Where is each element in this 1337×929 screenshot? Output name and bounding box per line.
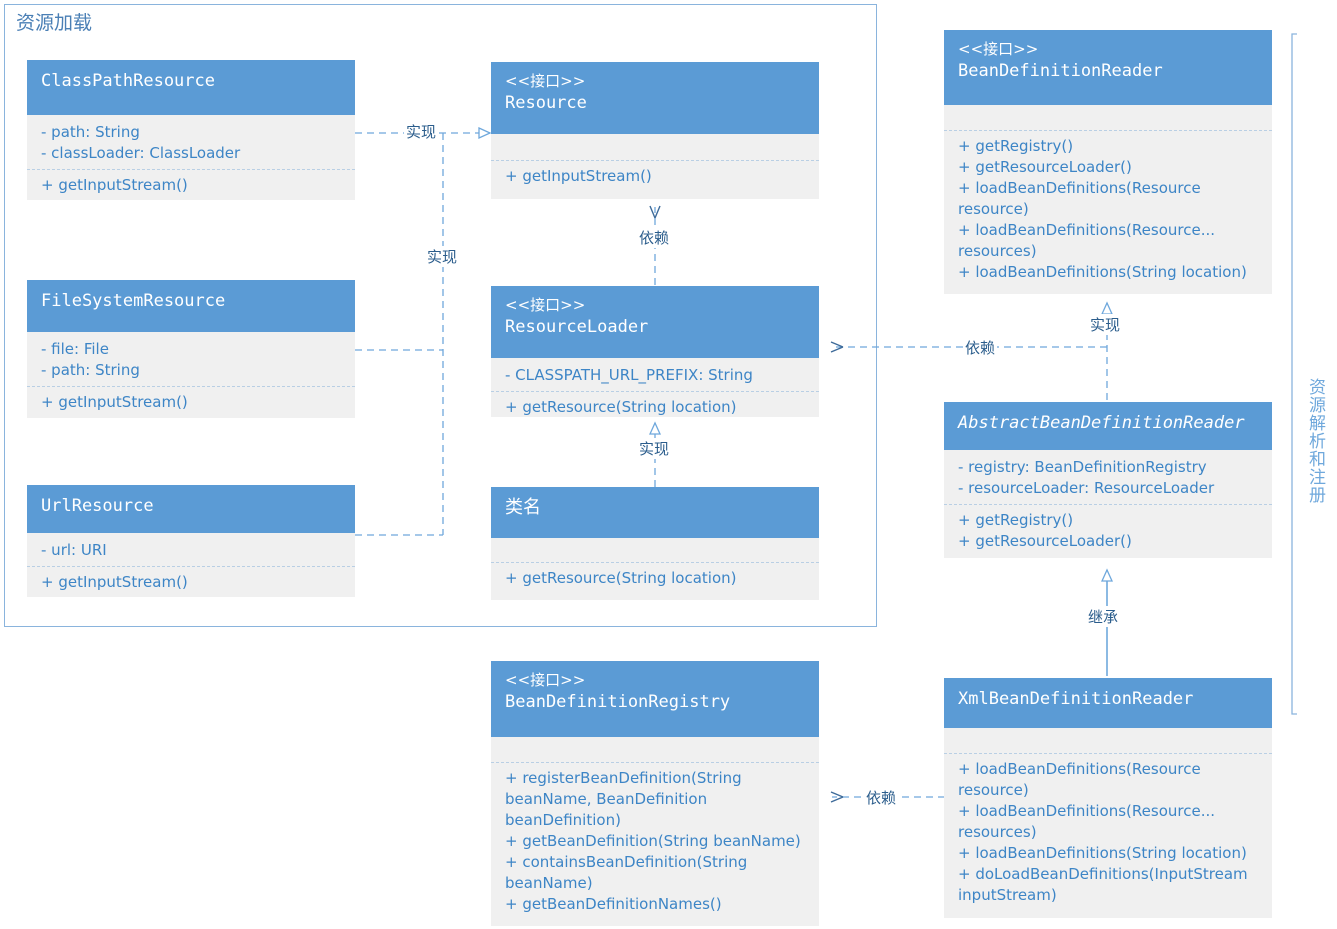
class-box-class-path-resource[interactable]: ClassPathResource - path: String - class… bbox=[27, 60, 355, 200]
class-operations: + getInputStream() bbox=[27, 169, 355, 202]
class-header: FileSystemResource bbox=[27, 280, 355, 332]
class-operations: + getInputStream() bbox=[491, 160, 819, 193]
operation-row: + getInputStream() bbox=[41, 573, 188, 591]
class-attributes bbox=[944, 105, 1272, 130]
attribute-row: - CLASSPATH_URL_PREFIX: String bbox=[505, 366, 753, 384]
operation-row: + registerBeanDefinition(String beanName… bbox=[505, 769, 742, 829]
operation-row: + getInputStream() bbox=[41, 176, 188, 194]
class-attributes bbox=[491, 737, 819, 762]
class-operations: + getResource(String location) bbox=[491, 391, 819, 424]
edge-label-realize-resource-left: 实现 bbox=[425, 246, 460, 267]
class-attributes: - path: String - classLoader: ClassLoade… bbox=[27, 115, 355, 169]
class-attributes: - registry: BeanDefinitionRegistry - res… bbox=[944, 450, 1272, 504]
class-attributes bbox=[491, 134, 819, 160]
class-name: BeanDefinitionReader bbox=[958, 61, 1163, 81]
operation-row: + getResourceLoader() bbox=[958, 532, 1132, 550]
class-operations: + getInputStream() bbox=[27, 566, 355, 599]
operation-row: + loadBeanDefinitions(Resource resource) bbox=[958, 179, 1201, 218]
attribute-row: - path: String bbox=[41, 123, 140, 141]
class-box-bean-definition-reader[interactable]: <<接口>> BeanDefinitionReader + getRegistr… bbox=[944, 30, 1272, 294]
class-header: <<接口>> BeanDefinitionReader bbox=[944, 30, 1272, 105]
class-box-resource-loader[interactable]: <<接口>> ResourceLoader - CLASSPATH_URL_PR… bbox=[491, 286, 819, 417]
edge-label-depend-registry: 依赖 bbox=[864, 787, 899, 808]
class-attributes bbox=[944, 728, 1272, 753]
class-name: 类名 bbox=[505, 497, 541, 518]
class-operations: + getRegistry() + getResourceLoader() bbox=[944, 504, 1272, 558]
edge-label-realize-resource-loader: 实现 bbox=[637, 438, 672, 459]
class-header: <<接口>> Resource bbox=[491, 62, 819, 134]
class-header: ClassPathResource bbox=[27, 60, 355, 115]
class-name: FileSystemResource bbox=[41, 291, 226, 311]
edge-label-depend-resource-loader: 依赖 bbox=[963, 337, 998, 358]
operation-row: + getBeanDefinitionNames() bbox=[505, 895, 722, 913]
operation-row: + loadBeanDefinitions(String location) bbox=[958, 263, 1247, 281]
edge-label-depend-resource: 依赖 bbox=[637, 227, 672, 248]
class-stereotype: <<接口>> bbox=[505, 296, 586, 314]
class-box-class-name[interactable]: 类名 + getResource(String location) bbox=[491, 487, 819, 600]
operation-row: + doLoadBeanDefinitions(InputStream inpu… bbox=[958, 865, 1248, 904]
class-operations: + getResource(String location) bbox=[491, 562, 819, 595]
operation-row: + getResource(String location) bbox=[505, 398, 737, 416]
class-name: BeanDefinitionRegistry bbox=[505, 692, 731, 712]
class-name: Resource bbox=[505, 93, 587, 113]
class-name: ResourceLoader bbox=[505, 317, 649, 337]
attribute-row: - url: URI bbox=[41, 541, 107, 559]
operation-row: + getRegistry() bbox=[958, 511, 1074, 529]
class-name: AbstractBeanDefinitionReader bbox=[958, 413, 1245, 433]
class-stereotype: <<接口>> bbox=[958, 40, 1039, 58]
class-attributes: - CLASSPATH_URL_PREFIX: String bbox=[491, 358, 819, 391]
class-attributes: - file: File - path: String bbox=[27, 332, 355, 386]
operation-row: + getResourceLoader() bbox=[958, 158, 1132, 176]
class-operations: + registerBeanDefinition(String beanName… bbox=[491, 762, 819, 921]
class-header: XmlBeanDefinitionReader bbox=[944, 678, 1272, 728]
class-box-file-system-resource[interactable]: FileSystemResource - file: File - path: … bbox=[27, 280, 355, 418]
class-stereotype: <<接口>> bbox=[505, 72, 586, 90]
side-group-label: 资源解析和注册 bbox=[1305, 378, 1325, 504]
class-name: ClassPathResource bbox=[41, 71, 215, 91]
class-operations: + getInputStream() bbox=[27, 386, 355, 419]
operation-row: + loadBeanDefinitions(Resource... resour… bbox=[958, 221, 1216, 260]
edge-label-inherit-reader: 继承 bbox=[1086, 606, 1121, 627]
attribute-row: - file: File bbox=[41, 340, 109, 358]
class-box-abstract-bean-definition-reader[interactable]: AbstractBeanDefinitionReader - registry:… bbox=[944, 402, 1272, 558]
class-box-resource[interactable]: <<接口>> Resource + getInputStream() bbox=[491, 62, 819, 199]
class-name: XmlBeanDefinitionReader bbox=[958, 689, 1194, 709]
operation-row: + loadBeanDefinitions(Resource... resour… bbox=[958, 802, 1216, 841]
class-attributes: - url: URI bbox=[27, 533, 355, 566]
class-box-url-resource[interactable]: UrlResource - url: URI + getInputStream(… bbox=[27, 485, 355, 597]
class-box-xml-bean-definition-reader[interactable]: XmlBeanDefinitionReader + loadBeanDefini… bbox=[944, 678, 1272, 918]
class-header: <<接口>> BeanDefinitionRegistry bbox=[491, 661, 819, 737]
class-header: UrlResource bbox=[27, 485, 355, 533]
operation-row: + getInputStream() bbox=[41, 393, 188, 411]
class-stereotype: <<接口>> bbox=[505, 671, 586, 689]
group-resource-loading bbox=[4, 4, 877, 627]
operation-row: + getBeanDefinition(String beanName) bbox=[505, 832, 801, 850]
class-name: UrlResource bbox=[41, 496, 154, 516]
group-title: 资源加载 bbox=[16, 12, 93, 34]
operation-row: + loadBeanDefinitions(Resource resource) bbox=[958, 760, 1201, 799]
operation-row: + getInputStream() bbox=[505, 167, 652, 185]
attribute-row: - classLoader: ClassLoader bbox=[41, 144, 241, 162]
operation-row: + containsBeanDefinition(String beanName… bbox=[505, 853, 748, 892]
edge-label-realize-resource-top: 实现 bbox=[404, 121, 439, 142]
attribute-row: - path: String bbox=[41, 361, 140, 379]
edge-label-realize-reader: 实现 bbox=[1088, 314, 1123, 335]
class-operations: + getRegistry() + getResourceLoader() + … bbox=[944, 130, 1272, 289]
operation-row: + getRegistry() bbox=[958, 137, 1074, 155]
operation-row: + loadBeanDefinitions(String location) bbox=[958, 844, 1247, 862]
class-header: <<接口>> ResourceLoader bbox=[491, 286, 819, 358]
operation-row: + getResource(String location) bbox=[505, 569, 737, 587]
class-header: 类名 bbox=[491, 487, 819, 538]
class-attributes bbox=[491, 538, 819, 562]
attribute-row: - resourceLoader: ResourceLoader bbox=[958, 479, 1215, 497]
class-operations: + loadBeanDefinitions(Resource resource)… bbox=[944, 753, 1272, 912]
class-box-bean-definition-registry[interactable]: <<接口>> BeanDefinitionRegistry + register… bbox=[491, 661, 819, 926]
class-header: AbstractBeanDefinitionReader bbox=[944, 402, 1272, 450]
attribute-row: - registry: BeanDefinitionRegistry bbox=[958, 458, 1207, 476]
